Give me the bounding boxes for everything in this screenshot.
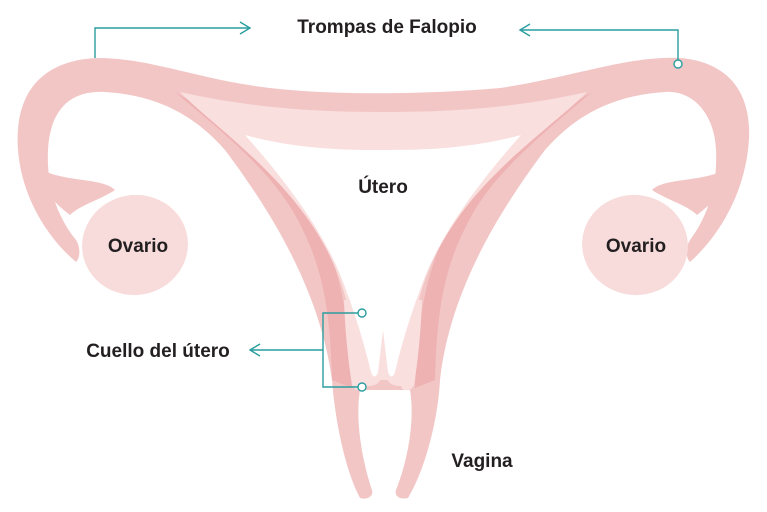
cervix-pointer-dot-top — [357, 308, 367, 318]
left-fimbria — [30, 160, 115, 215]
right-fimbria — [652, 160, 737, 215]
right-ovary — [582, 194, 688, 296]
label-uterus: Útero — [358, 176, 408, 198]
label-fallopian-tubes: Trompas de Falopio — [297, 17, 476, 38]
label-ovary-left: Ovario — [108, 236, 168, 257]
left-ovary — [82, 194, 188, 296]
uterine-cavity — [245, 135, 521, 377]
left-uterine-wall — [175, 92, 352, 388]
label-cervix: Cuello del útero — [86, 341, 230, 362]
cervix-left-lip — [344, 300, 365, 391]
tube-pointer-right — [518, 23, 683, 69]
tube-pointer-dot — [673, 59, 683, 69]
tube-pointer-left — [94, 21, 252, 58]
cervix-pointer-dot-bottom — [357, 382, 367, 392]
label-vagina: Vagina — [451, 451, 513, 472]
cervix-right-lip — [401, 300, 422, 391]
label-ovary-right: Ovario — [606, 236, 666, 257]
cervix-pointer — [248, 308, 367, 392]
right-uterine-wall — [415, 92, 592, 388]
